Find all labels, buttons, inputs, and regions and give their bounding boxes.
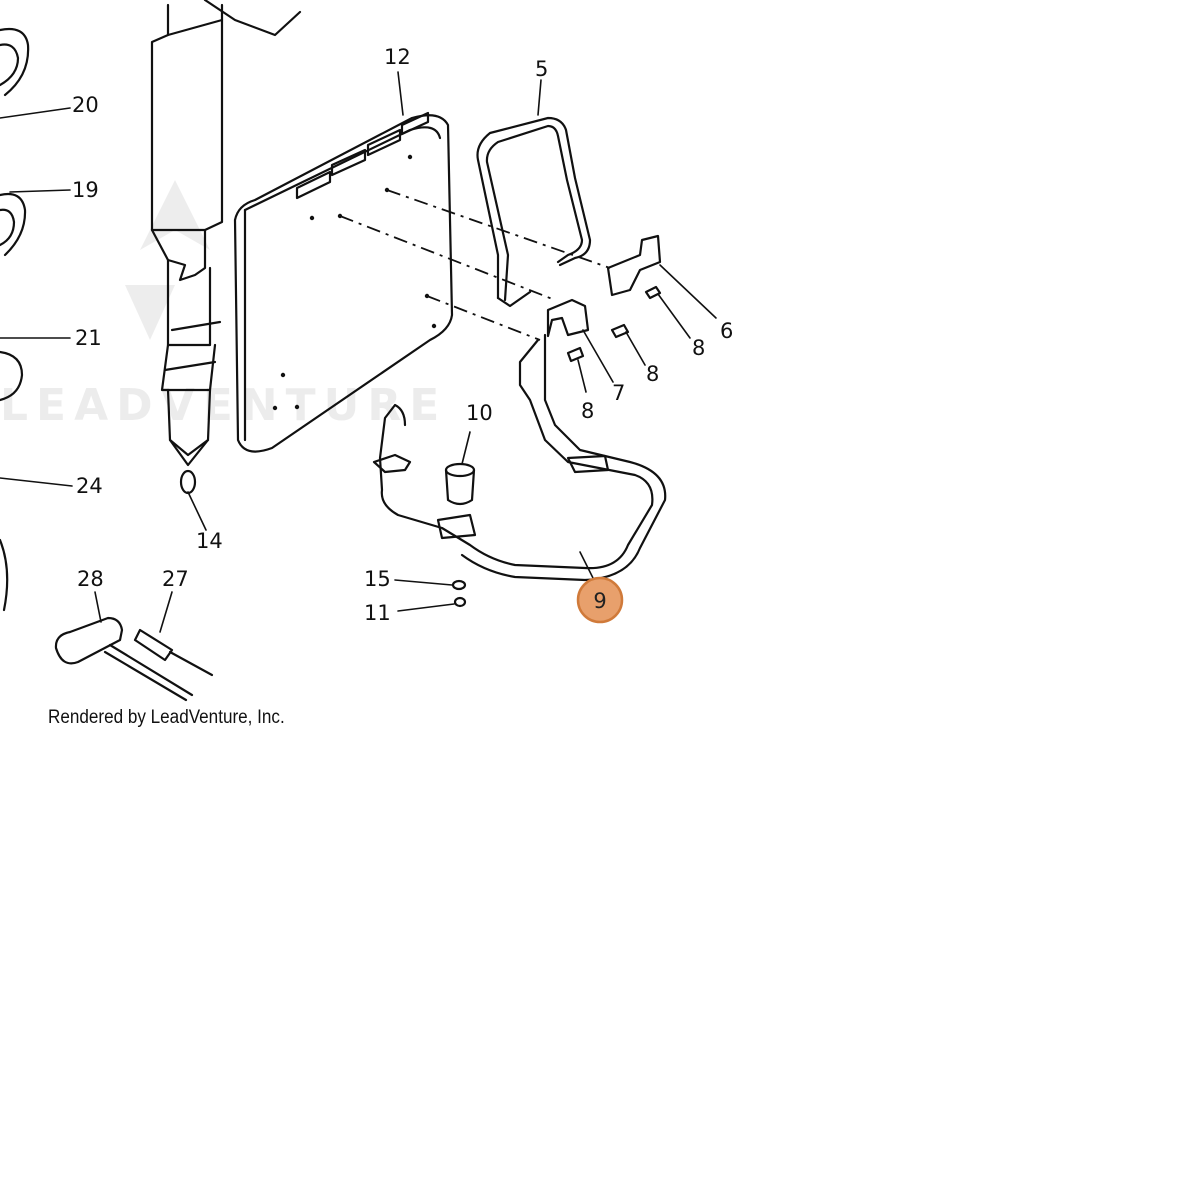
callout-11[interactable]: 11 bbox=[364, 601, 391, 625]
part-10-drawing bbox=[444, 431, 476, 506]
callout-12[interactable]: 12 bbox=[384, 45, 411, 69]
callout-8-bottom[interactable]: 8 bbox=[581, 399, 594, 423]
callout-21[interactable]: 21 bbox=[75, 326, 102, 350]
callout-28[interactable]: 28 bbox=[77, 567, 104, 591]
callout-9[interactable]: 9 bbox=[593, 589, 606, 613]
callout-19[interactable]: 19 bbox=[72, 178, 99, 202]
leader-lines bbox=[0, 107, 73, 487]
part-20-drawing bbox=[0, 27, 30, 97]
part-6-drawing bbox=[606, 234, 717, 319]
part-14-drawing bbox=[150, 0, 302, 531]
highlight-circle[interactable] bbox=[576, 576, 624, 624]
part-19-drawing bbox=[0, 192, 27, 257]
callout-9-highlight[interactable]: 9 bbox=[576, 576, 624, 624]
part-28-drawing bbox=[54, 591, 194, 702]
callout-10[interactable]: 10 bbox=[466, 401, 493, 425]
part-24-drawing bbox=[0, 538, 9, 612]
watermark-text: LEADVENTURE bbox=[0, 380, 447, 431]
part-21-drawing bbox=[0, 350, 24, 402]
callout-20[interactable]: 20 bbox=[72, 93, 99, 117]
part-9-drawing bbox=[372, 333, 667, 582]
callout-6[interactable]: 6 bbox=[720, 319, 733, 343]
callout-27[interactable]: 27 bbox=[162, 567, 189, 591]
alignment-lines bbox=[339, 189, 611, 341]
render-credit: Rendered by LeadVenture, Inc. bbox=[48, 707, 285, 728]
part-12-drawing bbox=[233, 71, 454, 453]
callout-24[interactable]: 24 bbox=[76, 474, 103, 498]
watermark-logo bbox=[125, 180, 210, 340]
part-8-bolts bbox=[566, 285, 691, 393]
callout-labels: 20 19 21 24 12 5 6 8 8 8 7 10 14 15 11 2… bbox=[72, 45, 733, 625]
part-7-drawing bbox=[546, 298, 614, 383]
callout-14[interactable]: 14 bbox=[196, 529, 223, 553]
callout-7[interactable]: 7 bbox=[612, 381, 625, 405]
callout-8-middle[interactable]: 8 bbox=[646, 362, 659, 386]
callout-8-top[interactable]: 8 bbox=[692, 336, 705, 360]
callout-15[interactable]: 15 bbox=[364, 567, 391, 591]
callout-5[interactable]: 5 bbox=[535, 57, 548, 81]
part-15-11-nuts bbox=[394, 579, 467, 612]
part-27-drawing bbox=[133, 591, 214, 677]
part-5-drawing bbox=[476, 79, 592, 308]
